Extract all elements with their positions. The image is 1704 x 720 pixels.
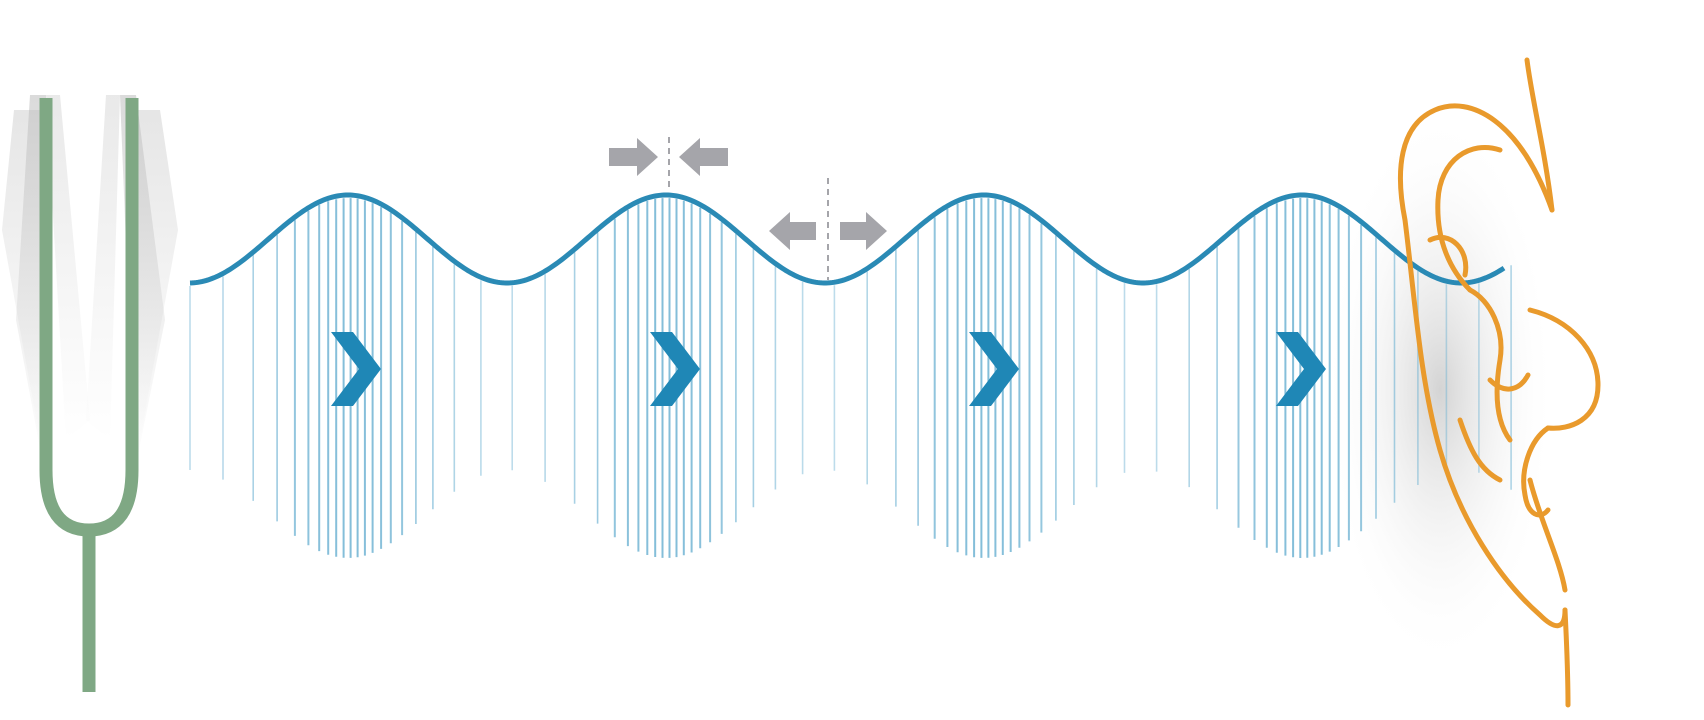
vibration-blur: [2, 95, 178, 470]
rarefaction-marker: rarefaction: [769, 168, 887, 280]
arrows-inward-icon-left: [609, 138, 658, 176]
arrows-outward-icon-right: [840, 212, 887, 250]
compression-marker: compression: [609, 129, 728, 190]
arrows-outward-icon-left: [769, 212, 816, 250]
arrows-inward-icon-right: [679, 138, 728, 176]
